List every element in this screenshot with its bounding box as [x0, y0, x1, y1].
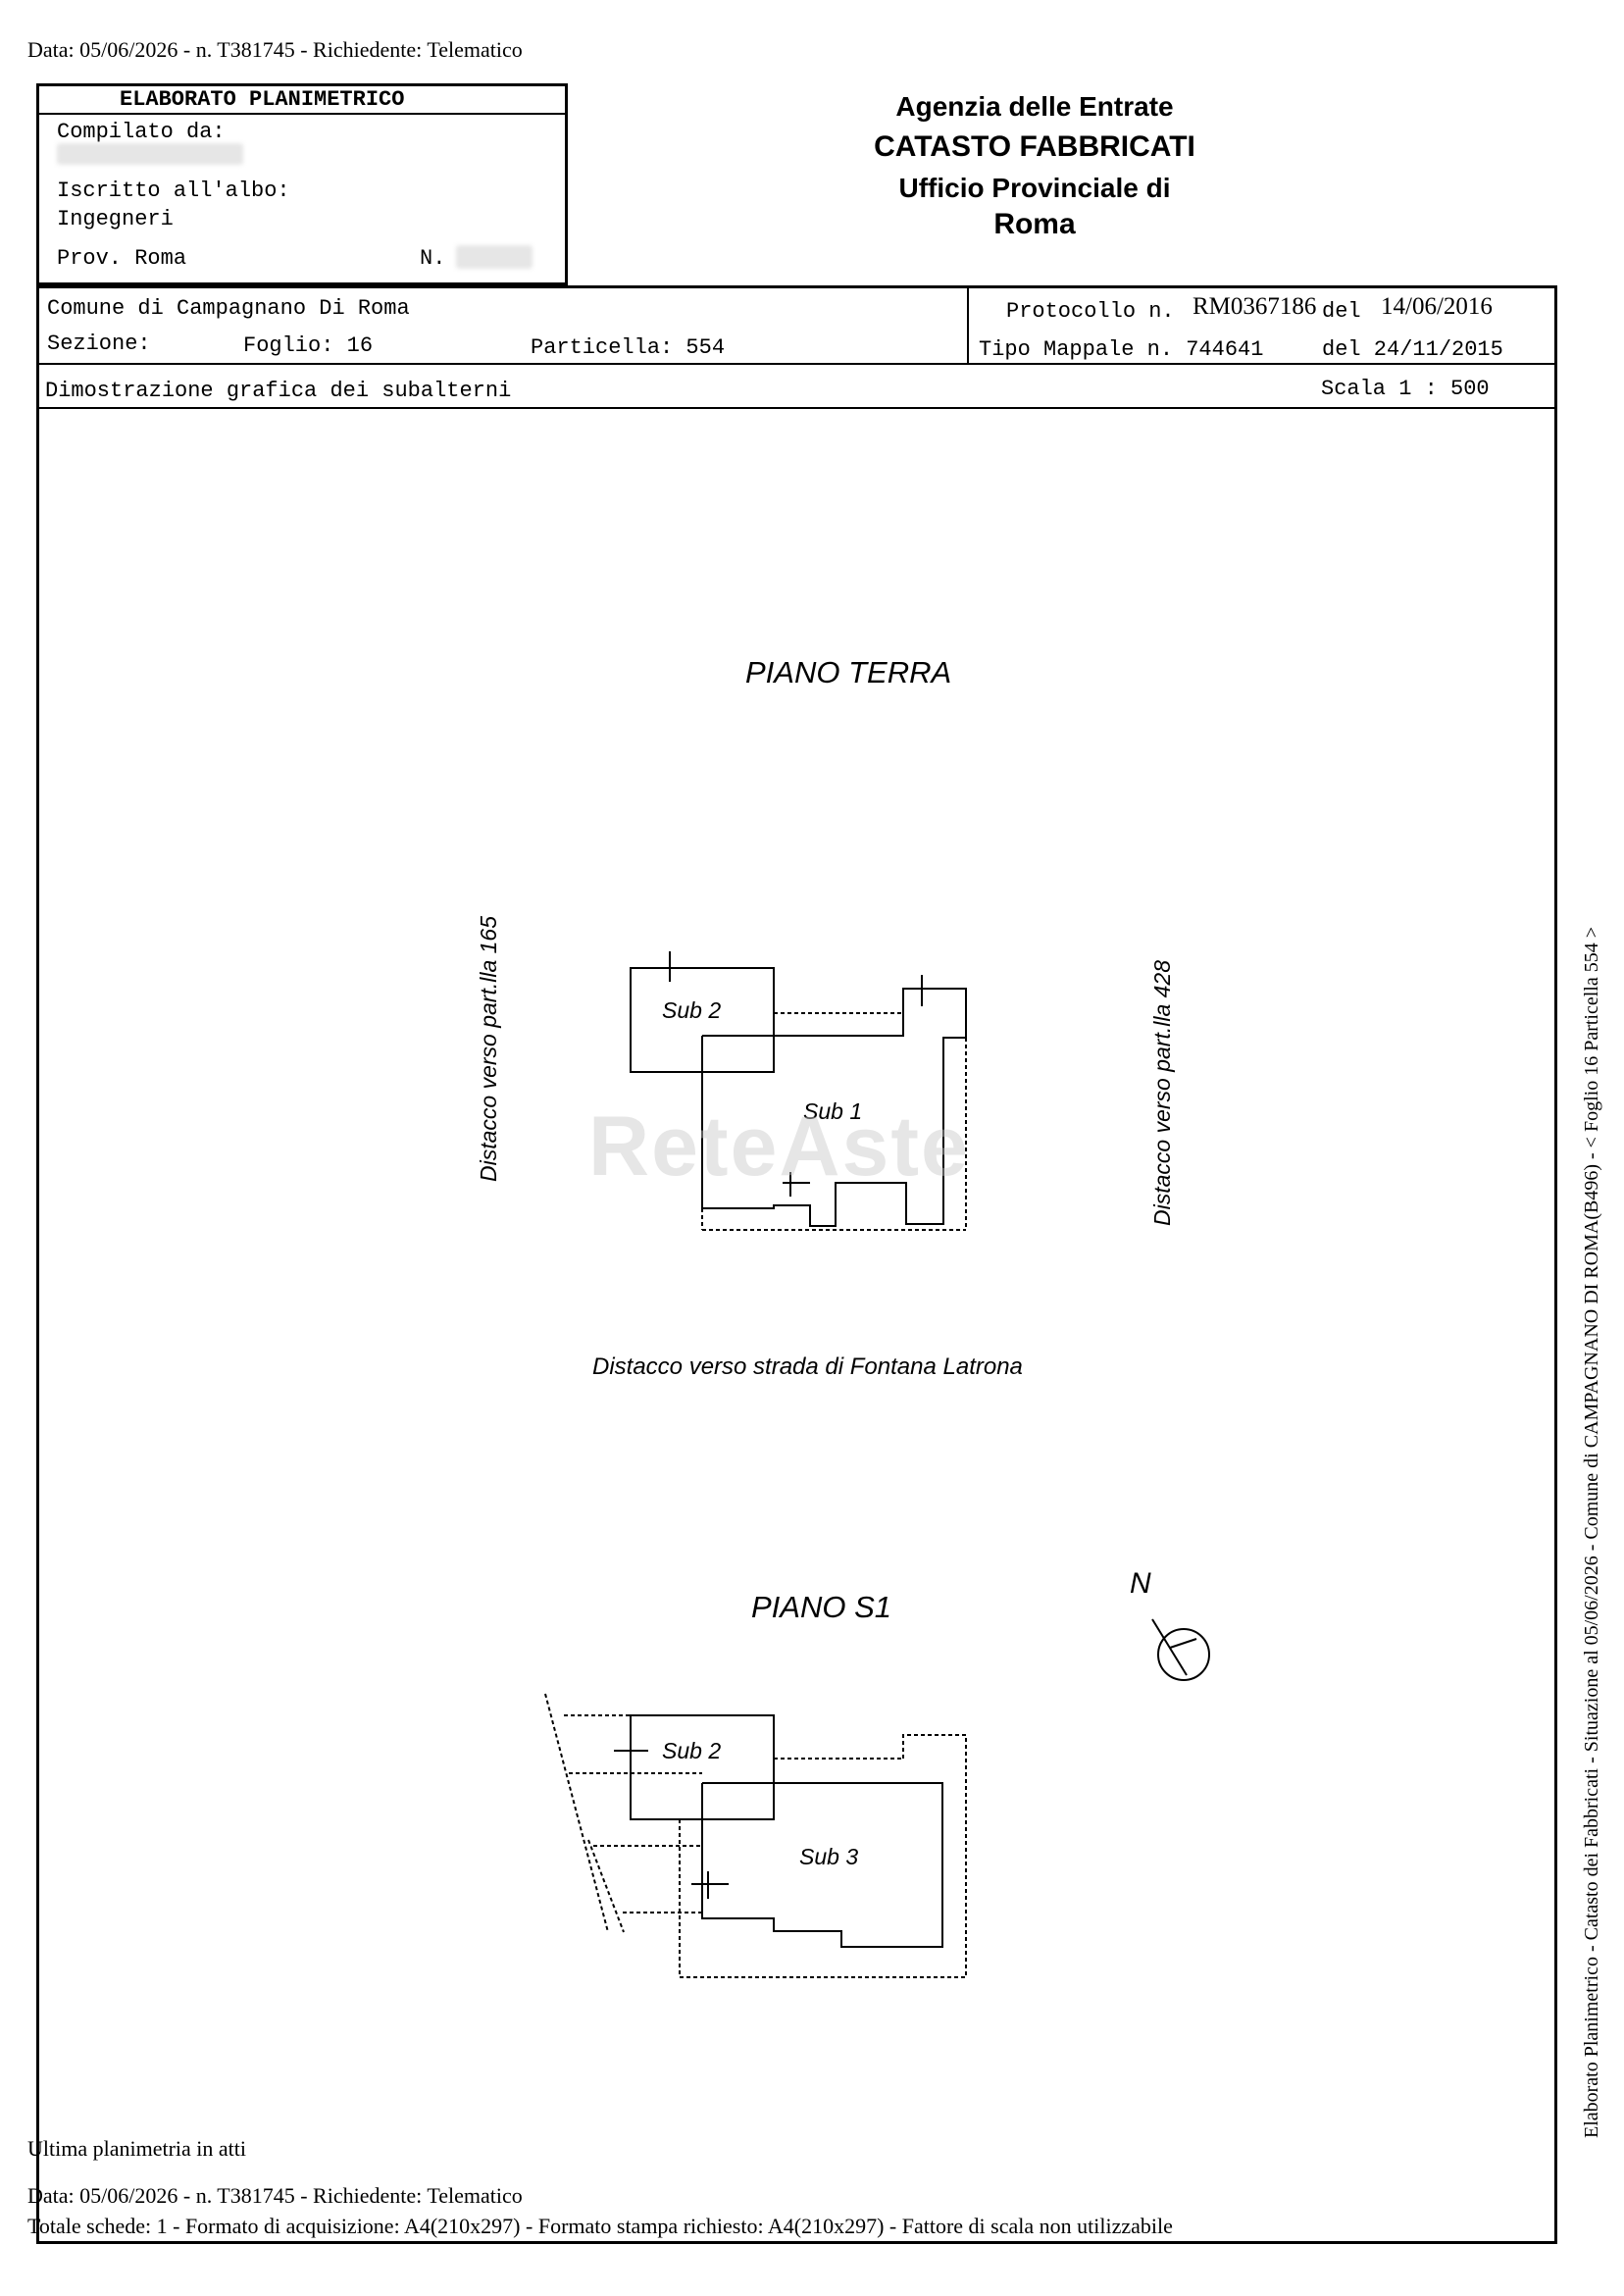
north-compass-icon: [1157, 1628, 1210, 1681]
protocollo-date: 14/06/2016: [1381, 293, 1493, 320]
protocollo-del-label: del: [1322, 299, 1361, 324]
right-distacco-label: Distacco verso part.lla 428: [1149, 959, 1175, 1226]
north-label: N: [1130, 1567, 1151, 1600]
sub1-label: Sub 1: [803, 1098, 863, 1124]
agency-line2: CATASTO FABBRICATI: [874, 130, 1195, 163]
n-label: N.: [420, 246, 446, 271]
footer-line2: Totale schede: 1 - Formato di acquisizio…: [27, 2214, 1173, 2238]
left-distacco-label: Distacco verso part.lla 165: [476, 915, 501, 1182]
foglio: Foglio: 16: [243, 333, 374, 358]
ultima-planimetria: Ultima planimetria in atti: [27, 2136, 246, 2161]
agency-line4: Roma: [993, 208, 1076, 240]
redacted-number: [456, 245, 533, 269]
main-frame: [36, 285, 1557, 2244]
sezione: Sezione:: [47, 332, 151, 356]
header-line: Data: 05/06/2026 - n. T381745 - Richiede…: [27, 37, 523, 62]
protocollo-label: Protocollo n.: [1006, 299, 1175, 324]
bottom-distacco-label: Distacco verso strada di Fontana Latrona: [592, 1353, 1023, 1380]
protocol-divider: [967, 285, 969, 364]
scale-divider: [36, 407, 1557, 409]
footer-line1: Data: 05/06/2026 - n. T381745 - Richiede…: [27, 2183, 523, 2208]
albo-value: Ingegneri: [57, 207, 174, 231]
piano-s1-label: PIANO S1: [751, 1590, 891, 1624]
reteaste-watermark: ReteAste: [588, 1099, 970, 1194]
scala: Scala 1 : 500: [1321, 377, 1490, 401]
agency-line3: Ufficio Provinciale di: [898, 173, 1171, 203]
tipo-mappale-date: del 24/11/2015: [1322, 337, 1503, 362]
sub2-s1-label: Sub 2: [662, 1738, 722, 1763]
tipo-mappale: Tipo Mappale n. 744641: [979, 337, 1264, 362]
protocollo-value: RM0367186: [1193, 293, 1317, 320]
prov-label: Prov. Roma: [57, 246, 187, 271]
particella: Particella: 554: [531, 335, 726, 360]
side-note: Elaborato Planimetrico - Catasto dei Fab…: [1581, 927, 1602, 2138]
compilato-label: Compilato da:: [57, 120, 226, 144]
elaborato-title-divider: [36, 113, 568, 115]
elaborato-box: [36, 83, 568, 285]
iscritto-label: Iscritto all'albo:: [57, 179, 290, 203]
dimostrazione: Dimostrazione grafica dei subalterni: [45, 379, 512, 403]
piano-terra-label: PIANO TERRA: [745, 655, 952, 689]
comune: Comune di Campagnano Di Roma: [47, 296, 410, 321]
agency-line1: Agenzia delle Entrate: [895, 91, 1174, 122]
sub2-ground-label: Sub 2: [662, 997, 722, 1023]
sub1-outline: [701, 988, 967, 1227]
info-divider: [36, 363, 1557, 365]
sub3-outline: [701, 1782, 943, 1948]
redacted-compilatore: [57, 143, 243, 165]
elaborato-title: ELABORATO PLANIMETRICO: [120, 87, 405, 112]
sub3-label: Sub 3: [799, 1844, 859, 1869]
